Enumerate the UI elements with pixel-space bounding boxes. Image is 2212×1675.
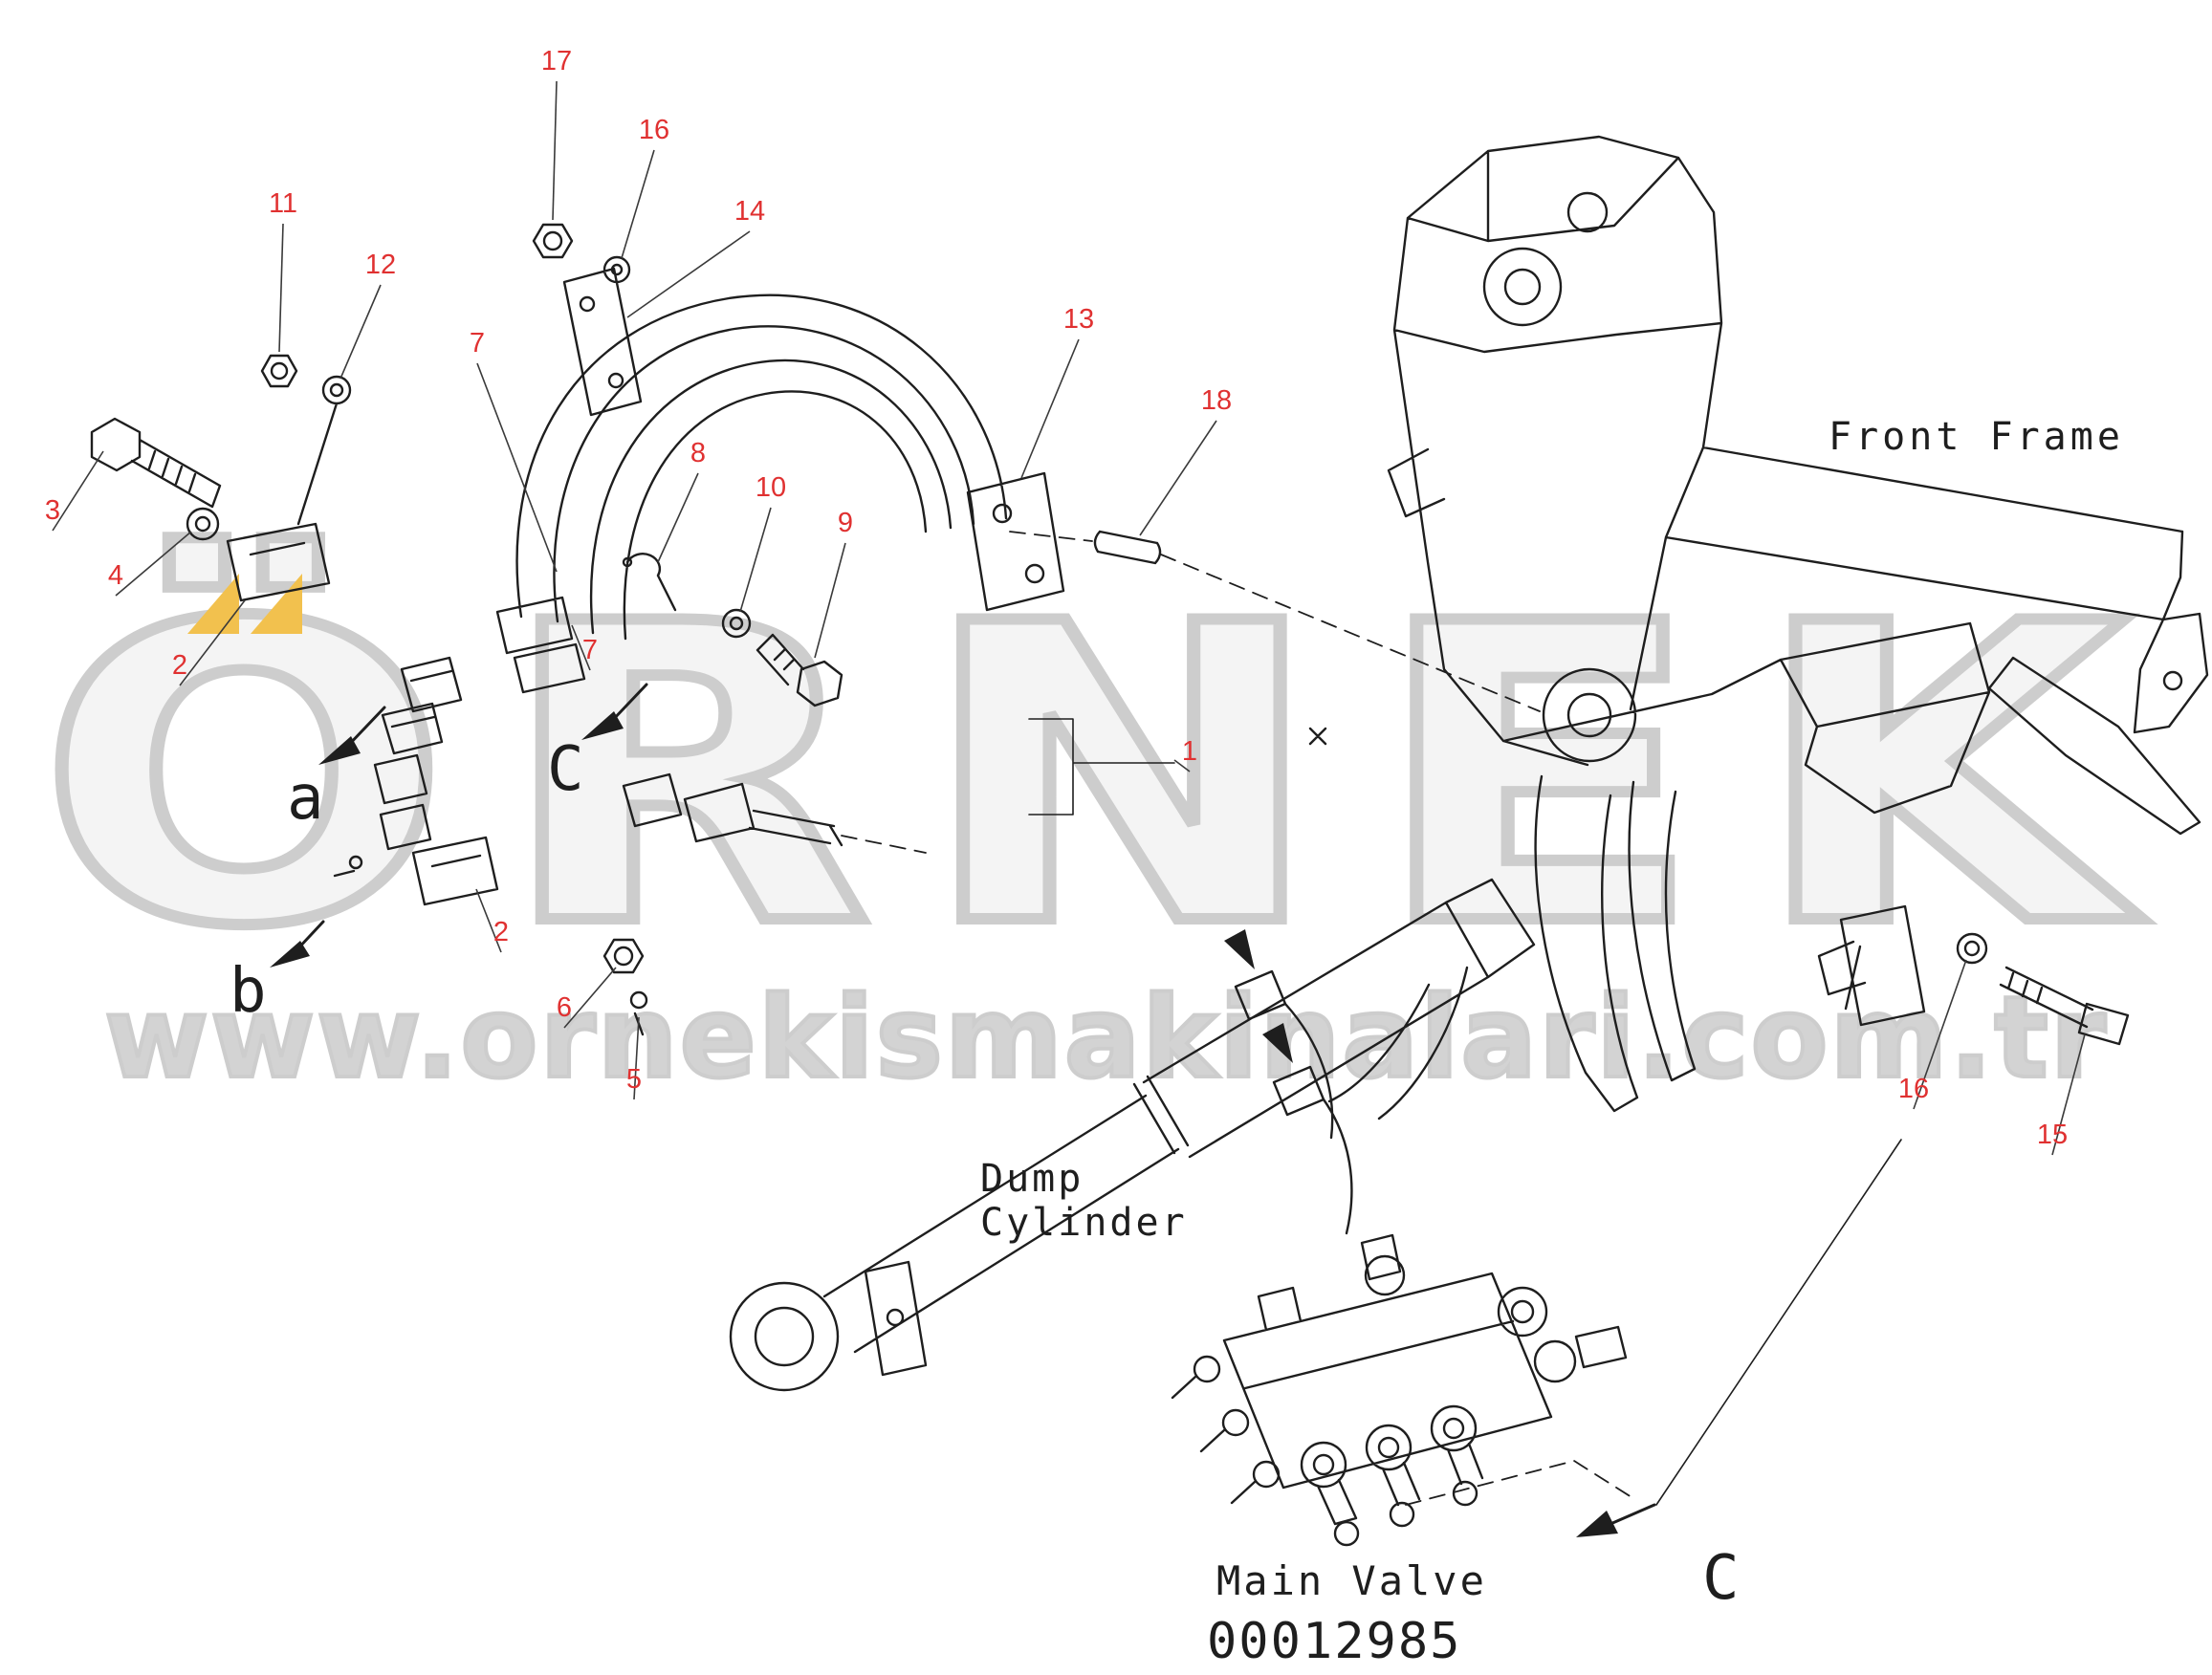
dump-cylinder-drawing <box>729 878 1536 1392</box>
callout-15: 15 <box>2037 1120 2068 1150</box>
right-hardware-drawing <box>1817 904 2130 1046</box>
dump-cylinder-label-line1: Dump <box>980 1157 1084 1201</box>
callout-9: 9 <box>838 508 853 538</box>
callout-leader-7 <box>476 362 558 573</box>
callout-13: 13 <box>1063 304 1094 335</box>
part-number-label: 00012985 <box>1207 1613 1461 1670</box>
watermark-brand: ÖRNEK <box>31 538 2175 1016</box>
callout-leader-7 <box>571 624 591 671</box>
callout-10: 10 <box>756 472 786 503</box>
callout-leader-16 <box>621 149 655 259</box>
main-valve-label: Main Valve <box>1216 1557 1487 1604</box>
callout-leader-4 <box>115 531 192 597</box>
callout-4: 4 <box>108 560 123 591</box>
hidden-centerlines <box>841 531 1632 1506</box>
line-art-layer <box>90 135 2209 1547</box>
callout-leader-12 <box>339 284 382 380</box>
callout-leader-6 <box>563 967 617 1029</box>
main-valve-drawing <box>1171 1233 1628 1547</box>
arrow-tails <box>295 683 1656 1526</box>
callout-leader-2 <box>475 888 502 953</box>
hose-direction-arrow-1-icon <box>1224 929 1255 969</box>
view-a-arrow-icon <box>318 736 361 765</box>
callout-leader-10 <box>739 507 772 613</box>
callout-16: 16 <box>1898 1074 1929 1104</box>
logo-triangle-left-icon <box>187 574 239 634</box>
callout-leader-2 <box>179 599 246 686</box>
callout-leader-17 <box>552 80 558 221</box>
hose-direction-arrow-2-icon <box>1262 1023 1293 1063</box>
front-frame-label: Front Frame <box>1829 415 2124 459</box>
callout-leader-14 <box>626 230 751 318</box>
watermark-url: www.ornekismakinalari.com.tr <box>102 971 2108 1103</box>
callout-7: 7 <box>582 635 598 665</box>
hose-assembly-drawing <box>333 294 1327 1036</box>
view-c-upper-arrow-icon <box>581 711 624 740</box>
front-frame-drawing <box>1387 135 2209 1113</box>
callout-6: 6 <box>557 992 572 1023</box>
callout-leader-1 <box>1173 759 1191 772</box>
logo-triangle-right-icon <box>251 574 302 634</box>
left-hardware-drawing <box>90 223 643 602</box>
callout-8: 8 <box>690 438 706 468</box>
view-c-lower-label: C <box>1702 1543 1740 1614</box>
callout-leader-5 <box>633 1016 640 1100</box>
view-a-label: a <box>287 763 324 834</box>
callout-1: 1 <box>1182 736 1197 767</box>
callout-leader-3 <box>52 450 104 532</box>
callout-1-bracket <box>1028 718 1175 816</box>
callout-leader-15 <box>2051 1033 2086 1156</box>
section-line <box>1655 1139 1902 1506</box>
callout-leader-11 <box>278 223 284 353</box>
view-c-upper-label: C <box>547 734 584 805</box>
callout-16: 16 <box>639 115 669 145</box>
callout-leader-18 <box>1139 420 1217 536</box>
dump-cylinder-label-line2: Cylinder <box>980 1201 1188 1245</box>
callout-3: 3 <box>45 495 60 526</box>
diagram-labels: Front Frame Dump Cylinder Main Valve 000… <box>230 415 2124 1670</box>
callout-14: 14 <box>734 196 765 227</box>
callout-18: 18 <box>1201 385 1232 416</box>
view-b-label: b <box>230 956 267 1027</box>
callout-7: 7 <box>470 328 485 359</box>
callout-5: 5 <box>626 1064 642 1095</box>
callout-17: 17 <box>541 46 572 76</box>
callout-2: 2 <box>172 650 187 681</box>
view-arrows <box>270 711 1618 1537</box>
callout-2: 2 <box>493 917 509 947</box>
watermark-logo-accent <box>187 574 302 634</box>
callout-12: 12 <box>365 250 396 280</box>
view-b-arrow-icon <box>270 941 310 968</box>
callout-leader-13 <box>1020 338 1080 479</box>
callout-leader-16 <box>1913 959 1967 1110</box>
callout-leader-9 <box>814 542 846 659</box>
callout-11: 11 <box>269 188 297 219</box>
view-c-lower-arrow-icon <box>1576 1511 1618 1537</box>
callout-leader-8 <box>657 472 699 563</box>
